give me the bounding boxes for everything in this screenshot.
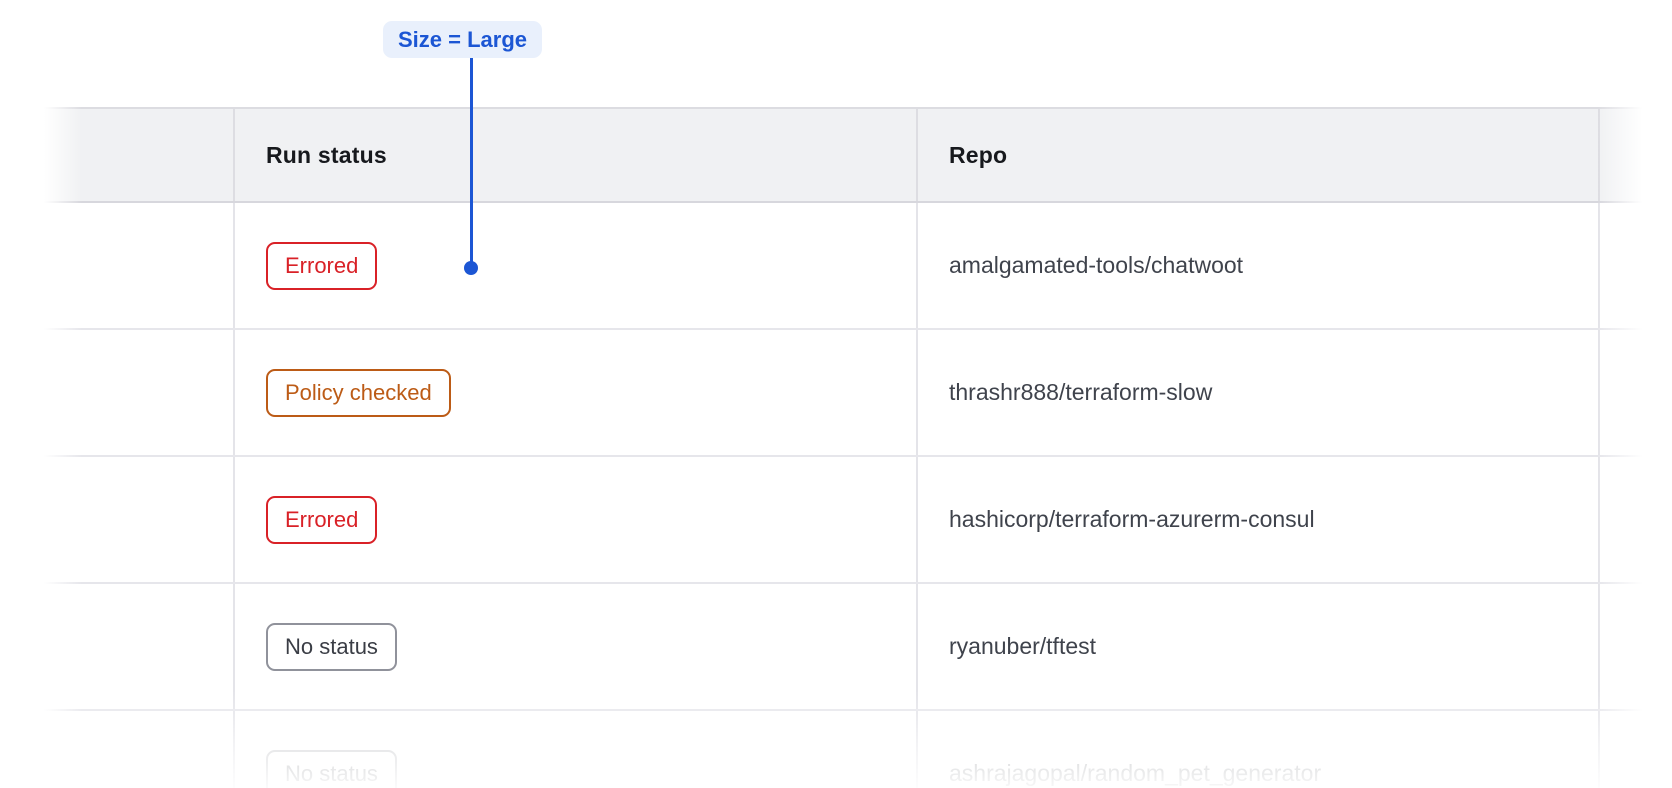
workspaces-table: Run status Repo Errored amalgamated-tool… <box>44 107 1672 788</box>
run-status-cell: Errored <box>233 203 916 328</box>
run-status-header-cell: Run status <box>233 109 916 201</box>
repo-name: hashicorp/terraform-azurerm-consul <box>949 506 1315 533</box>
leading-cell <box>44 711 233 788</box>
leading-cell <box>44 584 233 709</box>
repo-header-label: Repo <box>949 142 1007 169</box>
repo-cell: ashrajagopal/random_pet_generator <box>916 711 1598 788</box>
repo-name: ashrajagopal/random_pet_generator <box>949 760 1321 787</box>
trailing-header-cell <box>1598 109 1672 201</box>
run-status-cell: No status <box>233 584 916 709</box>
table-header-row: Run status Repo <box>44 107 1672 203</box>
repo-cell: thrashr888/terraform-slow <box>916 330 1598 455</box>
trailing-cell <box>1598 711 1672 788</box>
run-status-badge: Policy checked <box>266 369 451 417</box>
repo-cell: hashicorp/terraform-azurerm-consul <box>916 457 1598 582</box>
leading-cell <box>44 457 233 582</box>
repo-name: ryanuber/tftest <box>949 633 1096 660</box>
trailing-cell <box>1598 330 1672 455</box>
run-status-header-label: Run status <box>266 142 387 169</box>
run-status-badge: No status <box>266 750 397 788</box>
leading-cell <box>44 330 233 455</box>
table-row: No status ryanuber/tftest <box>44 584 1672 711</box>
repo-header-cell: Repo <box>916 109 1598 201</box>
table-row: Policy checked thrashr888/terraform-slow <box>44 330 1672 457</box>
repo-cell: ryanuber/tftest <box>916 584 1598 709</box>
repo-cell: amalgamated-tools/chatwoot <box>916 203 1598 328</box>
run-status-cell: No status <box>233 711 916 788</box>
leading-cell <box>44 203 233 328</box>
trailing-cell <box>1598 584 1672 709</box>
leading-header-cell <box>44 109 233 201</box>
annotation-pointer-line <box>470 58 473 268</box>
size-large-annotation: Size = Large <box>383 21 542 58</box>
run-status-cell: Policy checked <box>233 330 916 455</box>
run-status-badge: No status <box>266 623 397 671</box>
table-row: No status ashrajagopal/random_pet_genera… <box>44 711 1672 788</box>
repo-name: thrashr888/terraform-slow <box>949 379 1212 406</box>
table-row: Errored hashicorp/terraform-azurerm-cons… <box>44 457 1672 584</box>
run-status-cell: Errored <box>233 457 916 582</box>
table-row: Errored amalgamated-tools/chatwoot <box>44 203 1672 330</box>
trailing-cell <box>1598 203 1672 328</box>
annotation-pointer-dot <box>464 261 478 275</box>
run-status-badge: Errored <box>266 242 377 290</box>
trailing-cell <box>1598 457 1672 582</box>
repo-name: amalgamated-tools/chatwoot <box>949 252 1243 279</box>
run-status-badge: Errored <box>266 496 377 544</box>
